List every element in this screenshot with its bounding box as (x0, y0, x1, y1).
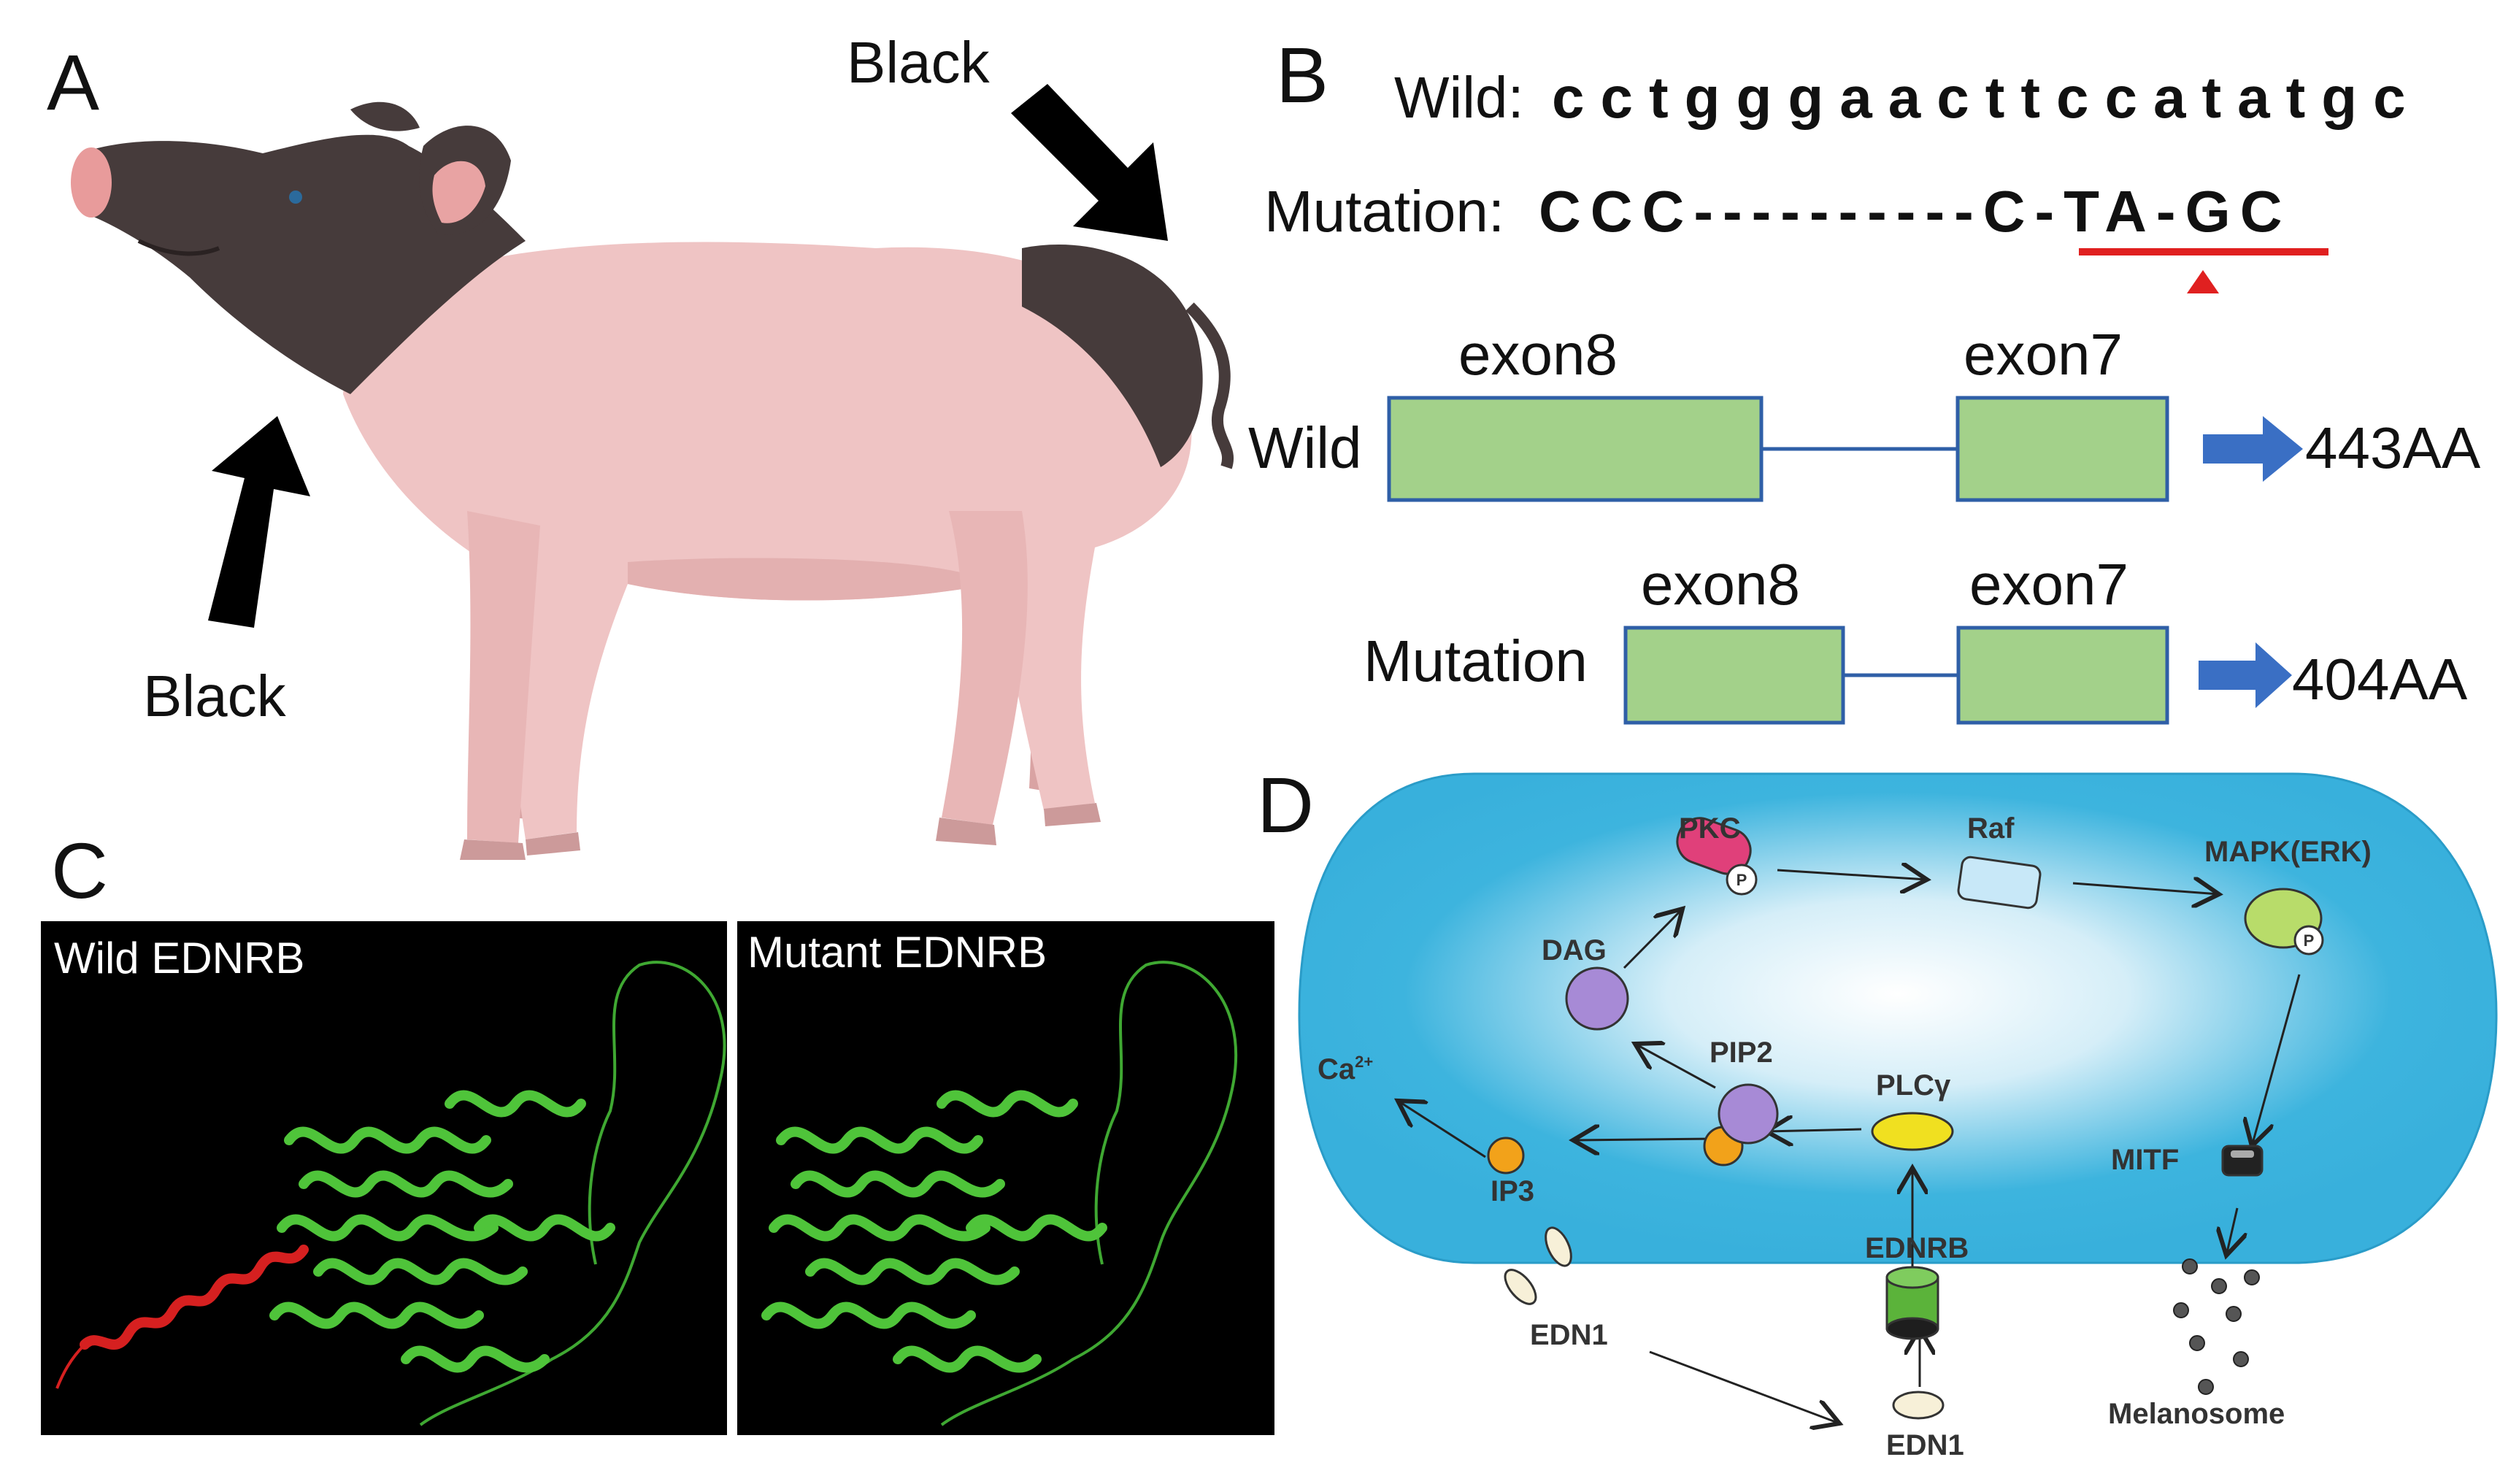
arrow-plc-pip2 (1766, 1129, 1862, 1131)
mitf-label: MITF (2111, 1144, 2179, 1176)
wild-ednrb-structure (55, 961, 726, 1426)
panel-label-d: D (1257, 761, 1314, 849)
plc-node (1871, 1112, 1954, 1151)
panel-label-b: B (1276, 31, 1329, 119)
pkc-phosphate (1726, 864, 1758, 896)
wild-loop-strand (419, 961, 726, 1426)
mutation-sequence-label: Mutation: (1264, 179, 1505, 244)
ip3-label: IP3 (1491, 1175, 1534, 1207)
pig-back-near-leg (942, 511, 1028, 825)
mutation-exon8-label: exon8 (1641, 552, 1800, 617)
mutation-exon7-label: exon7 (1969, 552, 2128, 617)
arrow-pkc-raf (1777, 870, 1927, 880)
mutant-loop-strand (940, 961, 1238, 1426)
ip3-node (1487, 1137, 1525, 1174)
pig-snout (71, 147, 112, 218)
mapk-label: MAPK(ERK) (2204, 836, 2372, 868)
edn1-ligand (1545, 1226, 1572, 1267)
signaling-pathway-diagram: PKC Raf MAPK(ERK) DAG PIP2 PLCγ IP3 MITF… (1298, 772, 2498, 1461)
pig-black-rump (1022, 245, 1203, 467)
pig-hoof (936, 818, 996, 845)
wild-sequence: cctgggaacttccatatgc (1552, 65, 2422, 130)
mutation-underline (2079, 248, 2328, 255)
wild-product-label: 443AA (2305, 415, 2481, 480)
wild-product-arrow (2203, 416, 2303, 482)
pip2-node (1703, 1083, 1779, 1166)
wild-exon7-box (1955, 396, 2169, 502)
mutation-sequence: CCC----------C-TA-GC (1539, 179, 2292, 244)
mutation-product-arrow (2199, 642, 2292, 708)
arrow-mitf-melanosome (2226, 1207, 2237, 1256)
pkc-label: PKC (1679, 812, 1740, 845)
panel-label-a: A (47, 38, 100, 126)
mutation-marker-triangle (2187, 270, 2219, 293)
plc-label: PLCγ (1876, 1069, 1951, 1102)
mutation-exon7-box (1956, 626, 2169, 725)
edn1-left-label: EDN1 (1530, 1319, 1608, 1351)
arrow-raf-mapk (2072, 883, 2219, 894)
ednrb-label: EDNRB (1865, 1232, 1969, 1264)
pig-body (343, 242, 1192, 839)
dag-label: DAG (1542, 934, 1607, 966)
raf-node (1957, 856, 2042, 910)
pkc-phosphate-label: P (1737, 871, 1747, 889)
pig-eye (289, 191, 302, 204)
arrow-edn1-translocation (1649, 1350, 1839, 1423)
panel-label-c: C (51, 826, 108, 915)
pig-tail (1185, 302, 1234, 469)
panel-b-graphics (1387, 248, 2328, 725)
wild-truncated-helix (80, 1245, 309, 1350)
arrow-mapk-mitf (2252, 974, 2301, 1146)
black-arrow-down-right (1011, 84, 1168, 241)
dag-node (1565, 966, 1629, 1031)
pig-hoof (460, 839, 526, 860)
ednrb-receptor (1885, 1266, 1939, 1340)
mapk-phosphate (2293, 925, 2324, 956)
raf-label: Raf (1967, 812, 2015, 845)
pig-mouth (137, 239, 220, 256)
arrow-ip3-ca (1398, 1101, 1486, 1158)
pig-hoof (1044, 803, 1101, 826)
black-arrow-up (208, 416, 310, 628)
mapk-node (2244, 888, 2324, 956)
pig-belly-shade (628, 558, 993, 601)
wild-exon8-label: exon8 (1458, 322, 1618, 387)
wild-exon8-box (1387, 396, 1764, 502)
pig-ear (350, 101, 420, 131)
melanosome-label: Melanosome (2108, 1398, 2285, 1430)
mutant-helix-bundle (761, 1090, 1107, 1373)
wild-helix-bundle (269, 1090, 615, 1373)
edn1-ligand-bound (1892, 1391, 1945, 1420)
mitf-highlight (2231, 1150, 2254, 1158)
wild-ednrb-label: Wild EDNRB (54, 934, 305, 983)
ca-superscript: 2+ (1355, 1053, 1373, 1071)
wild-row-label: Wild (1248, 415, 1362, 480)
mutant-ednrb-label: Mutant EDNRB (747, 928, 1047, 977)
wild-sequence-label: Wild: (1394, 65, 1524, 130)
mapk-phosphate-label: P (2304, 931, 2315, 950)
pip2-label: PIP2 (1710, 1037, 1773, 1069)
arrow-pip2-ip3 (1573, 1139, 1716, 1140)
mutation-exon8-box (1623, 626, 1845, 725)
arrow-label-bottom: Black (143, 664, 286, 728)
arrow-label-top: Black (847, 30, 990, 95)
pig-hoof (526, 832, 580, 856)
ca-label: Ca2+ (1318, 1053, 1373, 1085)
mutant-ednrb-structure (761, 961, 1238, 1426)
arrow-dag-pkc (1623, 909, 1682, 969)
mutation-product-label: 404AA (2292, 647, 2468, 712)
arrow-pip2-dag (1635, 1044, 1716, 1089)
wild-exon7-label: exon7 (1964, 322, 2123, 387)
mutation-row-label: Mutation (1364, 628, 1588, 693)
melanosome-cluster (2173, 1258, 2260, 1395)
wild-truncated-tail (55, 1343, 86, 1389)
pig-illustration (71, 84, 1234, 860)
pig-ear-inner (432, 161, 485, 223)
edn1-ligand (1504, 1269, 1537, 1305)
pkc-node (1676, 817, 1758, 896)
pig-front-near-leg (467, 511, 540, 843)
pig-black-head (72, 134, 526, 394)
edn1-bottom-label: EDN1 (1886, 1429, 1964, 1461)
